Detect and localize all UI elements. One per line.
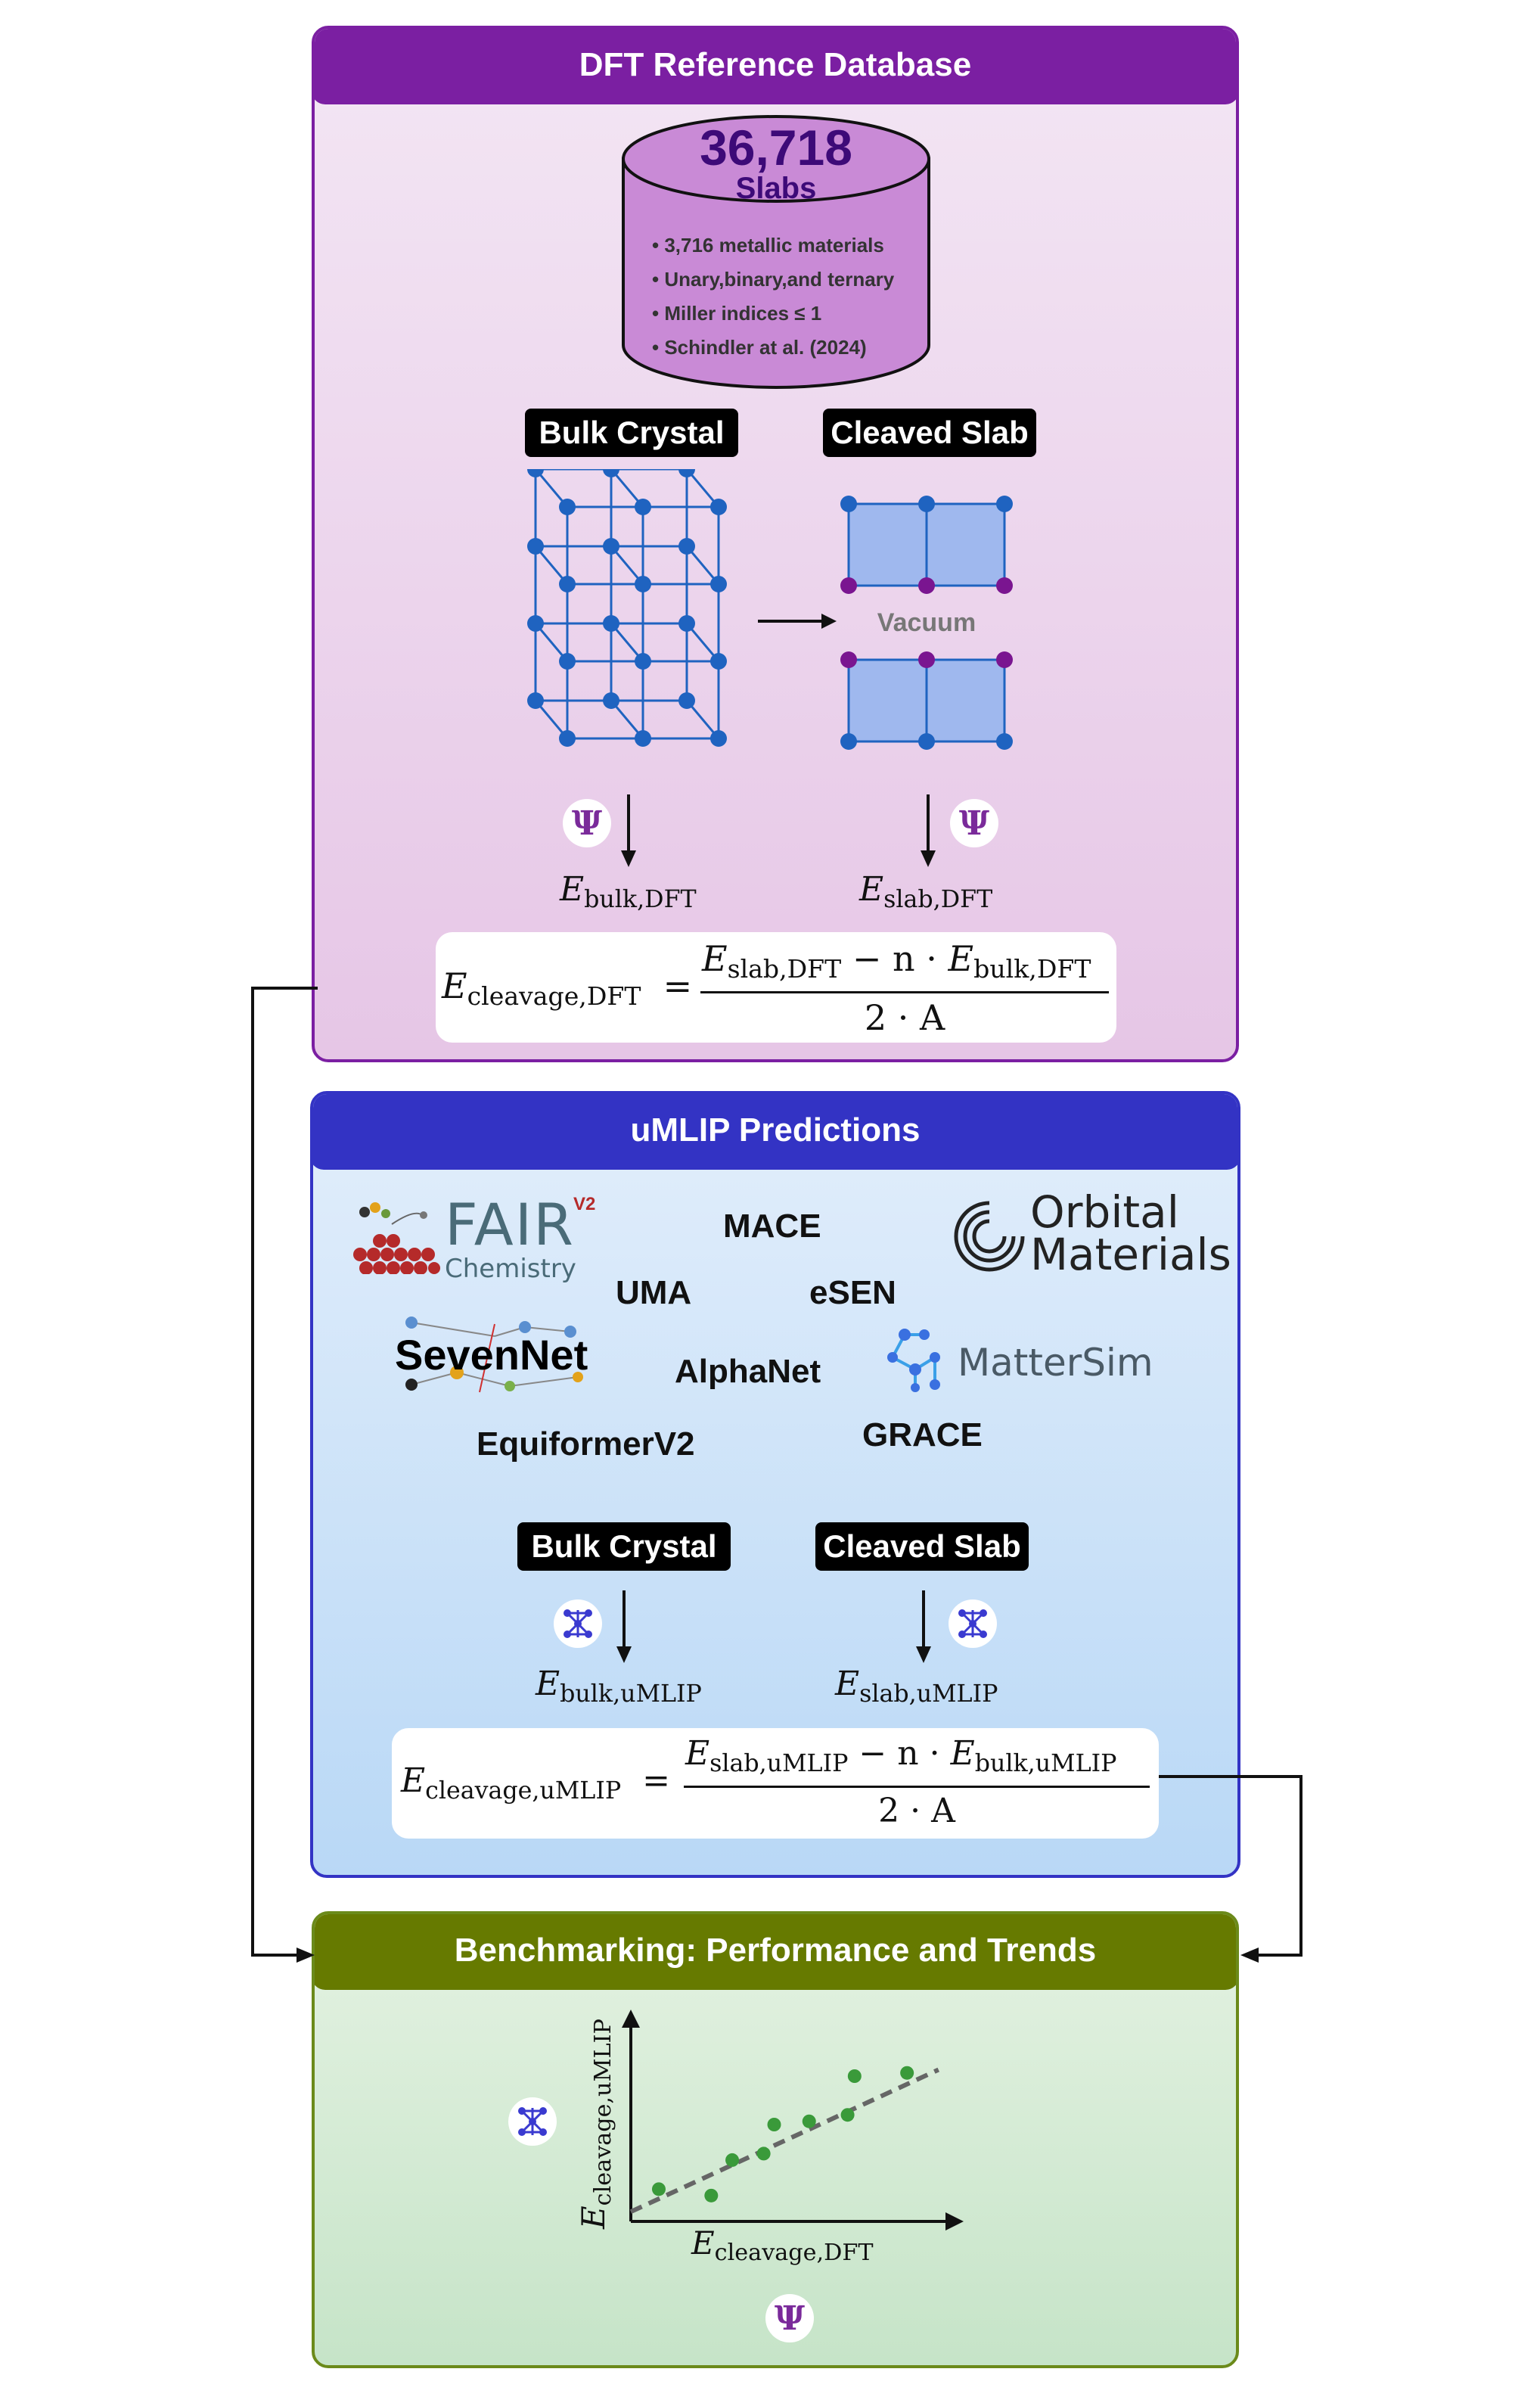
bench-panel: Benchmarking: Performance and Trends [312,1911,1239,2368]
x-axis-arrow-icon [945,2212,964,2230]
scatter-point [756,2147,771,2161]
fair-chemistry-logo-icon [353,1202,440,1274]
model-equiformerv2: EquiformerV2 [477,1425,695,1463]
e-slab-umlip: Eslab,uMLIP [835,1665,998,1708]
vacuum-label: Vacuum [877,608,976,637]
fair-version: V2 [573,1194,596,1214]
dft-panel-title: DFT Reference Database [315,29,1236,104]
bench-panel-title: Benchmarking: Performance and Trends [315,1914,1236,1990]
dft-cleavage-equation-box [436,932,1116,1043]
database-bullet: • Miller indices ≤ 1 [652,302,822,325]
scatter-point [725,2153,740,2167]
umlip-to-bench-connector [1159,1775,1302,1963]
mattersim-logo-icon [887,1329,940,1392]
database-count: 36,718 [700,120,852,176]
model-uma: UMA [616,1274,692,1311]
trend-line [629,2067,940,2214]
dft-to-bench-connector [251,987,318,1963]
fair-chemistry-logo: FAIR V2 Chemistry [445,1191,595,1284]
bulk-crystal-lattice [527,469,727,747]
model-mace: MACE [723,1208,821,1245]
model-alphanet: AlphaNet [675,1353,821,1390]
down-arrow-icon [616,1590,632,1663]
bench-network-icon [508,2097,557,2146]
scatter-point [767,2118,781,2131]
dft-equation-numerator: Eslab,DFT − n · Ebulk,DFT [702,938,1091,984]
database-bullet: • 3,716 metallic materials [652,234,884,256]
scatter-point [651,2182,666,2196]
database-bullet: • Unary,binary,and ternary [652,268,895,291]
umlip-equation-lhs: Ecleavage,uMLIP = [401,1761,671,1805]
database-cylinder-icon [622,115,930,389]
fair-wordmark: FAIR [445,1191,575,1258]
dft-fraction-bar [700,991,1109,993]
umlip-equation-denominator: 2 · A [878,1792,955,1830]
umlip-network-icon [949,1599,997,1648]
dft-bulk-crystal-label: Bulk Crystal [525,409,738,457]
orbital-line1: Orbital [1030,1186,1179,1238]
fair-subtitle: Chemistry [445,1254,576,1284]
down-arrow-icon [916,1590,931,1663]
umlip-cleaved-slab-label: Cleaved Slab [815,1522,1029,1571]
cleave-arrow-icon [758,614,837,629]
scatter-point [900,2066,914,2080]
e-bulk-umlip: Ebulk,uMLIP [536,1665,702,1708]
scatter-point [802,2114,816,2128]
umlip-bulk-crystal-label: Bulk Crystal [517,1522,731,1571]
orbital-line2: Materials [1030,1229,1231,1280]
database-bullets: • 3,716 metallic materials • Unary,binar… [652,228,894,365]
umlip-panel-title: uMLIP Predictions [313,1094,1237,1170]
umlip-equation-numerator: Eslab,uMLIP − n · Ebulk,uMLIP [685,1734,1117,1777]
dft-cleaved-slab-label: Cleaved Slab [823,409,1036,457]
dft-psi-icon: Ψ [563,799,611,847]
umlip-cleavage-equation-box [392,1728,1159,1839]
down-arrow-icon [621,794,636,867]
dft-equation-lhs: Ecleavage,DFT = [442,965,693,1012]
y-axis-arrow-icon [622,2010,640,2028]
database-bullet: • Schindler at al. (2024) [652,336,867,359]
sevennet-logo-icon [405,1317,583,1393]
model-esen: eSEN [809,1274,896,1311]
benchmark-scatter-chart [622,2010,964,2230]
model-mattersim: MatterSim [958,1341,1153,1385]
orbital-materials-logo-icon [954,1201,1025,1272]
cleaved-slab-diagram [840,496,1013,750]
model-sevennet: SevenNet [395,1331,588,1379]
database-unit: Slabs [735,172,817,205]
orbital-materials-logo: Orbital Materials [1030,1186,1231,1280]
model-grace: GRACE [862,1416,983,1453]
down-arrow-icon [921,794,936,867]
scatter-point [704,2188,719,2202]
bench-x-label: Ecleavage,DFT [691,2224,874,2267]
umlip-fraction-bar [684,1786,1150,1788]
e-slab-dft: Eslab,DFT [859,870,993,913]
scatter-point [847,2069,862,2083]
umlip-network-icon [554,1599,602,1648]
scatter-point [840,2108,855,2122]
bench-psi-icon: Ψ [765,2294,814,2342]
dft-psi-icon: Ψ [950,799,998,847]
dft-equation-denominator: 2 · A [864,997,945,1038]
bench-y-label: Ecleavage,uMLIP [575,2019,617,2229]
e-bulk-dft: Ebulk,DFT [560,870,697,913]
